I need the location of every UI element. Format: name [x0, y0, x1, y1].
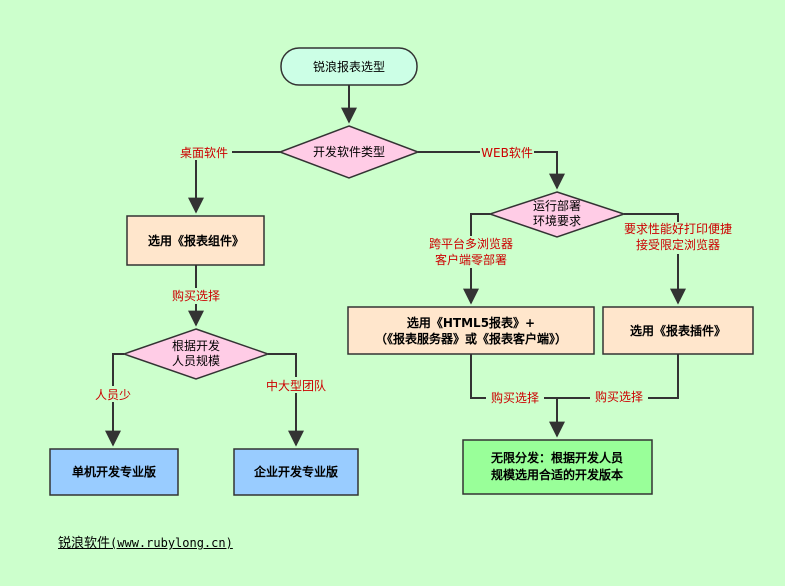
- edge-label-few: 人员少: [95, 388, 131, 402]
- edge-label-cross-2: 客户端零部署: [435, 252, 507, 267]
- svg-text:人员规模: 人员规模: [172, 353, 220, 368]
- svg-text:运行部署: 运行部署: [533, 198, 581, 213]
- edge-cross: [463, 213, 490, 305]
- node-unlimited: 无限分发：根据开发人员 规模选用合适的开发版本: [462, 439, 653, 495]
- node-html5: 选用《HTML5报表》+ （《报表服务器》或《报表客户端》）: [347, 306, 595, 355]
- edge-web: [418, 151, 565, 190]
- node-enterprise: 企业开发专业版: [233, 448, 359, 496]
- edge-label-buy3: 购买选择: [595, 389, 643, 404]
- svg-text:根据开发: 根据开发: [172, 338, 220, 353]
- edge-perf: [624, 213, 686, 305]
- node-start: 锐浪报表选型: [280, 47, 418, 86]
- node-standalone: 单机开发专业版: [49, 448, 179, 496]
- edge-label-buy2: 购买选择: [491, 390, 539, 405]
- svg-text:环境要求: 环境要求: [533, 213, 581, 228]
- node-runtime: 运行部署 环境要求: [487, 191, 627, 238]
- node-component: 选用《报表组件》: [126, 215, 265, 266]
- edge-label-perf-1: 要求性能好打印便捷: [624, 222, 732, 236]
- svg-text:无限分发：根据开发人员: 无限分发：根据开发人员: [490, 450, 623, 465]
- svg-text:开发软件类型: 开发软件类型: [313, 144, 385, 159]
- edge-label-large: 中大型团队: [266, 378, 326, 393]
- node-software-type: 开发软件类型: [277, 125, 421, 179]
- edge-large: [268, 353, 304, 447]
- edge-label-perf-2: 接受限定浏览器: [636, 237, 720, 252]
- svg-text:（《报表服务器》或《报表客户端》）: （《报表服务器》或《报表客户端》）: [375, 331, 567, 346]
- edge-label-desktop: 桌面软件: [180, 146, 228, 160]
- edge-desktop: [188, 151, 280, 214]
- edge-label-buy1: 购买选择: [172, 288, 220, 303]
- svg-text:选用《HTML5报表》+: 选用《HTML5报表》+: [407, 315, 535, 330]
- edge-label-web: WEB软件: [481, 146, 533, 160]
- edge-label-cross-1: 跨平台多浏览器: [429, 236, 513, 251]
- svg-text:选用《报表插件》: 选用《报表插件》: [630, 323, 726, 338]
- footer-name: 锐浪软件: [58, 536, 111, 551]
- svg-text:规模选用合适的开发版本: 规模选用合适的开发版本: [491, 467, 623, 482]
- edge-few: [105, 353, 124, 447]
- svg-text:选用《报表组件》: 选用《报表组件》: [148, 233, 244, 248]
- footer-link[interactable]: 锐浪软件(www.rubylong.cn): [58, 532, 233, 551]
- svg-text:单机开发专业版: 单机开发专业版: [72, 464, 156, 479]
- node-team: 根据开发 人员规模: [121, 328, 271, 380]
- svg-text:锐浪报表选型: 锐浪报表选型: [313, 59, 385, 74]
- node-plugin: 选用《报表插件》: [602, 306, 754, 355]
- footer-url: (www.rubylong.cn): [110, 536, 233, 550]
- svg-text:企业开发专业版: 企业开发专业版: [253, 464, 338, 479]
